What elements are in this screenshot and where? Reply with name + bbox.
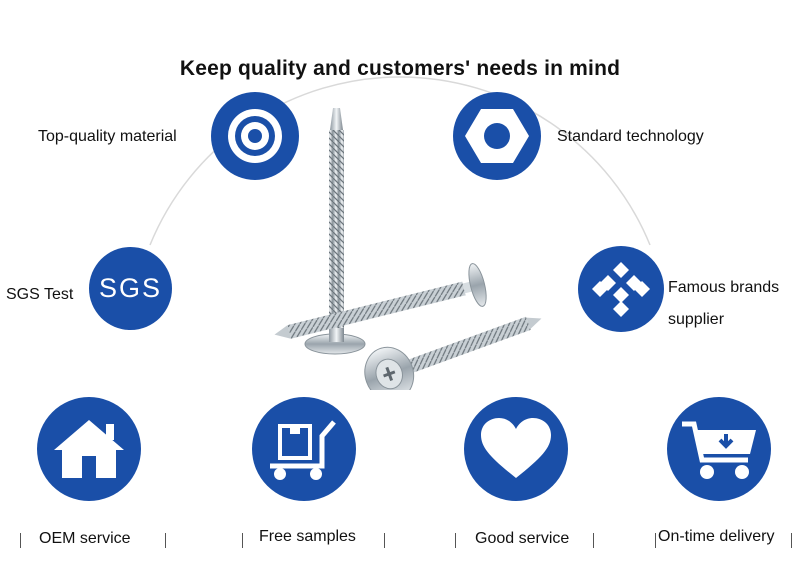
supplier-label: supplier — [668, 311, 725, 328]
separator — [20, 533, 21, 548]
standard-technology-label: Standard technology — [557, 128, 704, 145]
top-quality-label: Top-quality material — [38, 128, 177, 145]
sgs-icon: SGS — [89, 247, 172, 330]
screws-illustration — [274, 108, 542, 390]
target-icon — [211, 92, 299, 180]
box-cart-icon — [252, 397, 356, 501]
house-icon — [37, 397, 141, 501]
famous-brands-label: Famous brands — [668, 279, 780, 296]
shopping-cart-icon — [667, 397, 771, 501]
hex-nut-icon — [453, 92, 541, 180]
separator — [242, 533, 243, 548]
sgs-logo-text: SGS — [98, 273, 163, 303]
separator — [791, 533, 792, 548]
free-samples-label: Free samples — [259, 528, 356, 545]
sgs-test-label: SGS Test — [6, 286, 74, 303]
separator — [384, 533, 385, 548]
page-title: Keep quality and customers' needs in min… — [179, 57, 621, 80]
good-service-label: Good service — [475, 530, 570, 547]
separator — [593, 533, 594, 548]
separator — [655, 533, 656, 548]
separator — [455, 533, 456, 548]
separator — [165, 533, 166, 548]
heart-icon — [464, 397, 568, 501]
on-time-delivery-label: On-time delivery — [658, 528, 775, 545]
diamond-pattern-icon — [578, 246, 664, 332]
oem-service-label: OEM service — [39, 530, 131, 547]
